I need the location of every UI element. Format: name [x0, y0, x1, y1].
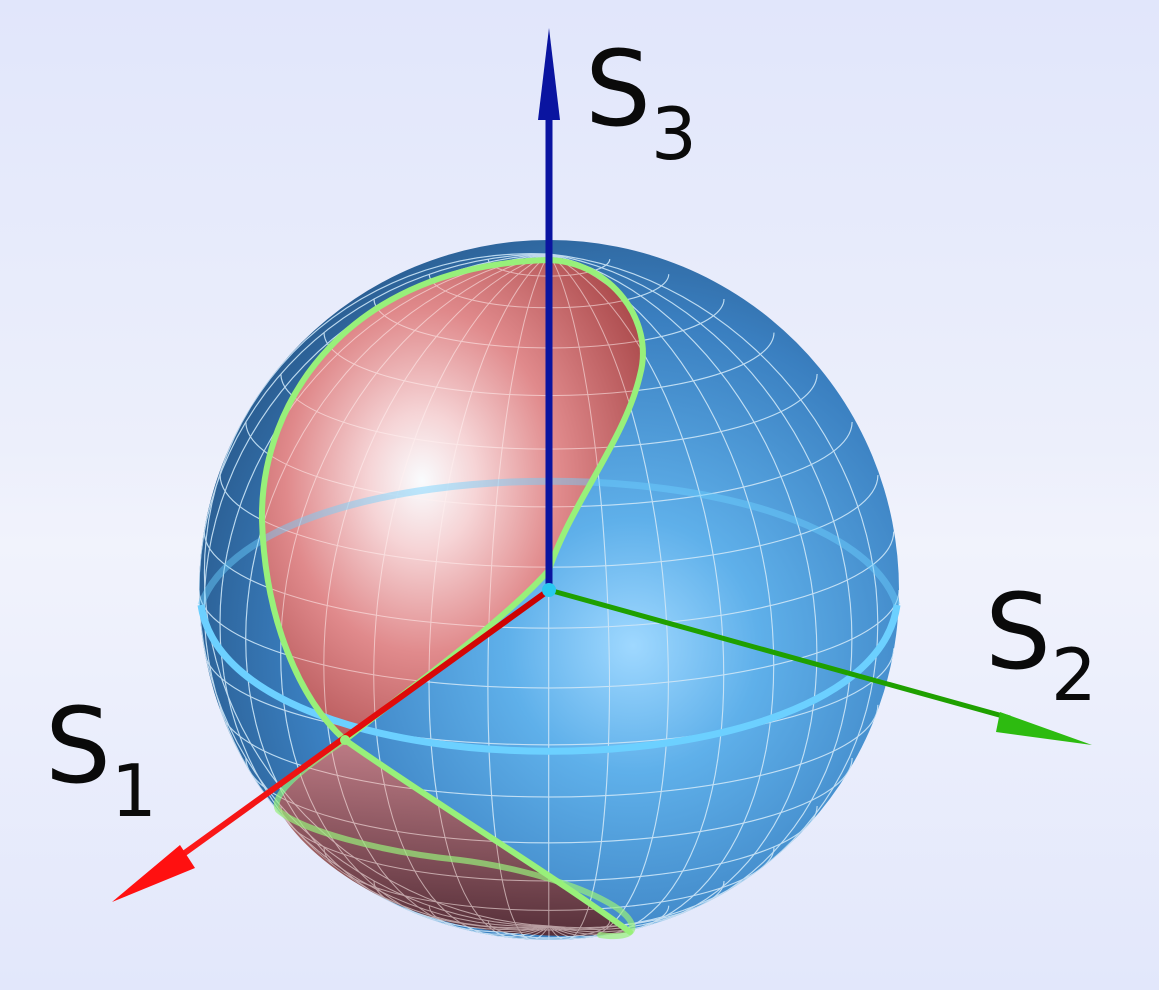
region-longitude-line — [548, 253, 818, 933]
region-longitude-line — [548, 253, 669, 939]
s2-axis-line — [548, 587, 1011, 721]
s2-arrowhead — [996, 712, 1092, 745]
s1-axis-line — [173, 587, 551, 863]
region-longitude-line — [548, 253, 725, 938]
region-longitude-line — [548, 253, 879, 929]
s1-label: S1 — [45, 685, 157, 833]
trajectory-lower-loop — [273, 737, 636, 940]
region-longitude-line — [428, 253, 550, 939]
region-longitude-line — [245, 253, 550, 931]
s1-axis — [112, 587, 551, 902]
s2-axis — [548, 587, 1092, 745]
region-longitude-line — [548, 253, 775, 935]
region-longitude-line — [323, 253, 550, 935]
s3-arrowhead — [538, 28, 560, 120]
region-longitude-line — [203, 253, 550, 927]
equator-front — [197, 604, 901, 755]
region-longitude-line — [373, 253, 550, 938]
s1-arrowhead — [112, 845, 195, 902]
region-longitude-line — [548, 253, 853, 931]
origin-point — [542, 583, 556, 597]
region-longitude-line — [219, 253, 550, 929]
s2-label: S2 — [985, 571, 1097, 717]
region-longitude-line — [199, 253, 550, 927]
s1-intersection-point — [340, 735, 350, 745]
s3-label: S3 — [585, 28, 697, 176]
region-longitude-line — [548, 253, 611, 940]
trajectory-lower — [342, 737, 633, 935]
s3-axis — [538, 28, 560, 590]
